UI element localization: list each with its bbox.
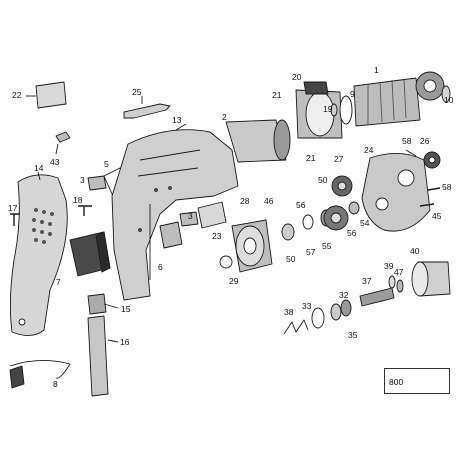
callout-24: 24 [364, 145, 374, 155]
cord-clamp [87, 293, 107, 315]
cord-protector [87, 315, 109, 397]
callout-32: 32 [339, 290, 349, 300]
callout-19: 19 [323, 104, 333, 114]
callout-55: 55 [322, 241, 332, 251]
callout-47: 47 [394, 267, 404, 277]
callout-3: 3 [80, 175, 85, 185]
callout-37: 37 [362, 276, 372, 286]
callout-23: 23 [212, 231, 222, 241]
callout-57: 57 [306, 247, 316, 257]
carbon-brush [159, 221, 183, 249]
callout-21: 21 [272, 90, 282, 100]
callout-28: 28 [240, 196, 250, 206]
screw-17 [10, 213, 20, 226]
callout-5: 5 [104, 159, 109, 169]
callout-27: 27 [334, 154, 344, 164]
bearing-washer [339, 95, 353, 125]
callout-50: 50 [318, 175, 328, 185]
callout-56b: 56 [347, 228, 357, 238]
callout-26: 26 [420, 136, 430, 146]
brush-holder-lower [179, 211, 199, 227]
label-plate [35, 81, 67, 109]
motor-housing-half [111, 129, 239, 301]
accessory-kit-box: 800 [384, 368, 450, 394]
callout-13: 13 [172, 115, 182, 125]
spring-23 [197, 201, 227, 229]
callout-16: 16 [120, 337, 130, 347]
callout-15: 15 [121, 304, 131, 314]
callout-1: 1 [374, 65, 379, 75]
callout-14: 14 [34, 163, 44, 173]
callout-35: 35 [348, 330, 358, 340]
field-stator [225, 119, 287, 163]
callout-56: 56 [296, 200, 306, 210]
callout-2: 2 [222, 112, 227, 122]
belt-hook [123, 103, 171, 119]
spindle [359, 287, 395, 307]
callout-45: 45 [432, 211, 442, 221]
callout-8: 8 [53, 379, 58, 389]
power-cord [9, 360, 71, 379]
callout-39: 39 [384, 261, 394, 271]
pinion-gear [331, 175, 353, 197]
screw-18 [78, 205, 92, 216]
callout-17: 17 [8, 203, 18, 213]
callout-54: 54 [360, 218, 370, 228]
callout-7: 7 [56, 277, 61, 287]
callout-40: 40 [410, 246, 420, 256]
callout-9: 9 [350, 89, 355, 99]
callout-3b: 3 [188, 211, 193, 221]
callout-50b: 50 [286, 254, 296, 264]
callout-46: 46 [264, 196, 274, 206]
callout-43: 43 [50, 157, 60, 167]
callout-38: 38 [284, 307, 294, 317]
spindle-gear [323, 205, 349, 231]
callout-58: 58 [402, 136, 412, 146]
handle-half [9, 174, 68, 336]
brush-holder-upper [87, 175, 107, 191]
callout-29: 29 [229, 276, 239, 286]
callout-6: 6 [158, 262, 163, 272]
callout-20: 20 [292, 72, 302, 82]
gear-case [361, 153, 431, 232]
kit-label: 800 [389, 377, 404, 387]
armature [353, 77, 421, 127]
clip-part [55, 131, 71, 143]
callout-22: 22 [12, 90, 22, 100]
callout-10: 10 [444, 95, 454, 105]
callout-21b: 21 [306, 153, 316, 163]
callout-58b: 58 [442, 182, 452, 192]
callout-18: 18 [73, 195, 83, 205]
callout-25: 25 [132, 87, 142, 97]
clutch-spring [283, 319, 309, 335]
callout-33: 33 [302, 301, 312, 311]
